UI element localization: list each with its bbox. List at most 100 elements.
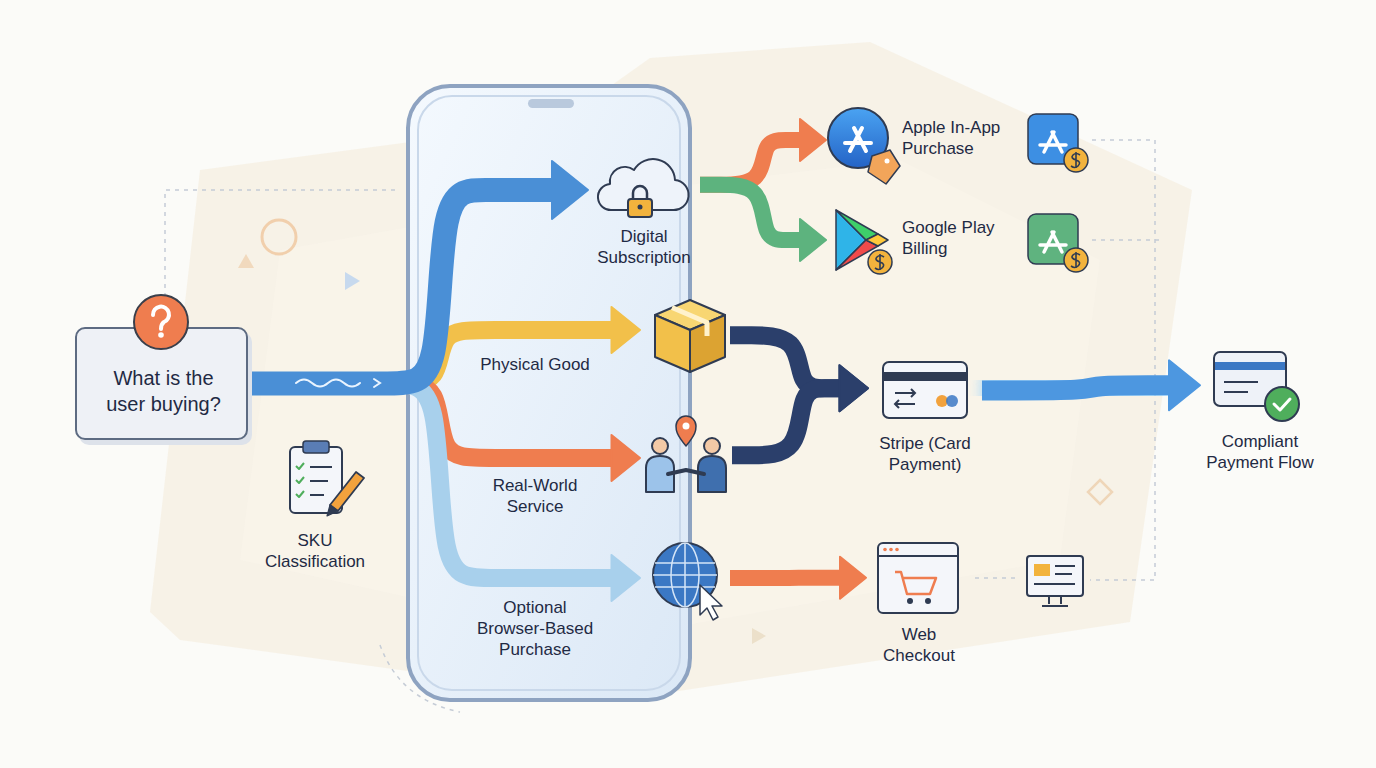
monitor-icon	[1042, 596, 1068, 606]
browser-cart-icon	[883, 548, 887, 552]
text-block: Digital Subscription	[574, 226, 714, 268]
icon-node: Apple In-App Purchase	[826, 105, 1094, 175]
play-store-icon	[836, 210, 878, 240]
card-icon	[946, 395, 958, 407]
arrow-head	[1169, 360, 1200, 410]
box-icon	[655, 300, 725, 372]
dashed-guide	[975, 577, 1020, 579]
flow-arrow	[248, 384, 640, 482]
browser-cart-icon	[895, 548, 899, 552]
cloud-lock-icon	[638, 205, 643, 210]
play-coin-icon	[1028, 214, 1088, 272]
text-block: Physical Good	[450, 354, 620, 375]
play-store-icon	[836, 210, 892, 274]
app-store-coin-icon	[1064, 148, 1088, 172]
app-store-coin-icon	[1071, 152, 1080, 168]
play-coin-icon	[1040, 232, 1066, 252]
icon-node: Digital Subscription	[588, 150, 700, 270]
flow-arrow	[248, 161, 588, 384]
decorative-shape	[262, 220, 296, 254]
icon-node: Optional Browser-Based Purchase	[640, 540, 730, 620]
text-block: Stripe (Card Payment)	[855, 433, 995, 475]
dashed-guide	[1092, 239, 1162, 241]
icon-node: Stripe (Card Payment)	[868, 358, 982, 470]
flow-arrow	[730, 557, 866, 599]
play-store-icon	[866, 234, 888, 246]
handshake-icon	[676, 416, 696, 446]
play-coin-icon	[1064, 248, 1088, 272]
arrow-shaft	[982, 385, 1171, 390]
handshake-icon	[652, 438, 668, 454]
text-block: Compliant Payment Flow	[1190, 431, 1330, 473]
handshake-icon	[646, 416, 726, 492]
clipboard-icon	[327, 505, 338, 516]
icon-node: SKU Classification	[255, 432, 375, 572]
play-store-icon	[875, 254, 884, 270]
monitor-icon	[1027, 556, 1083, 606]
clipboard-icon	[330, 472, 364, 511]
flow-arrow	[730, 335, 868, 411]
phone-outline	[408, 86, 690, 700]
arrow-shaft	[248, 384, 614, 459]
flow-arrow	[700, 185, 826, 261]
handshake-icon	[704, 438, 720, 454]
flow-arrow	[248, 384, 640, 602]
arrow-head	[840, 365, 869, 411]
icon-node: Physical Good	[640, 292, 730, 372]
approved-card-icon	[1214, 352, 1299, 421]
browser-cart-icon	[878, 555, 958, 557]
clipboard-icon	[303, 441, 329, 453]
cloud-lock-icon	[633, 186, 647, 200]
arrow-head	[840, 365, 869, 411]
arrow-head	[800, 219, 826, 261]
flow-squiggle	[296, 380, 360, 387]
node-label: Digital Subscription	[574, 226, 714, 268]
card-icon	[884, 372, 966, 381]
node-label: Physical Good	[450, 354, 620, 375]
flow-squiggle	[374, 379, 380, 387]
approved-card-icon	[1265, 387, 1299, 421]
box-icon	[655, 315, 690, 372]
play-store-icon	[868, 250, 892, 274]
globe-icon	[700, 585, 722, 620]
phone-outline	[418, 96, 680, 690]
arrow-head	[840, 557, 866, 599]
cloud-lock-icon	[598, 159, 689, 217]
browser-cart-icon	[878, 543, 958, 613]
flow-arrow	[732, 365, 868, 455]
arrow-shaft	[730, 335, 842, 388]
clipboard-icon	[290, 441, 364, 516]
node-label: Google Play Billing	[902, 217, 1012, 259]
decorative-shape	[1088, 480, 1112, 504]
app-store-icon	[828, 108, 900, 184]
browser-cart-icon	[895, 572, 936, 594]
text-block: Optional Browser-Based Purchase	[470, 597, 600, 660]
card-icon	[883, 362, 967, 418]
app-store-coin-icon	[1064, 148, 1088, 172]
arrow-shaft	[248, 384, 614, 579]
arrow-shaft	[730, 570, 842, 586]
node-label: Web Checkout	[874, 624, 964, 666]
app-store-coin-icon	[1028, 114, 1088, 172]
app-store-icon	[885, 159, 890, 164]
card-icon	[895, 389, 915, 408]
text-block: Real-World Service	[480, 475, 590, 517]
node-label: Compliant Payment Flow	[1190, 431, 1330, 473]
approved-card-icon	[1224, 382, 1258, 392]
question-icon	[153, 307, 169, 329]
play-coin-icon	[1071, 252, 1080, 268]
arrow-head	[612, 435, 641, 481]
text-block: What is the user buying?	[96, 365, 231, 417]
dashed-guide	[1090, 140, 1155, 580]
node-label: SKU Classification	[255, 530, 375, 572]
decorative-shape	[752, 628, 766, 644]
arrow-shaft	[700, 140, 802, 185]
icon-node: Google Play Billing	[826, 205, 1094, 275]
question-icon	[134, 295, 188, 349]
clipboard-icon	[310, 467, 332, 495]
arrow-head	[612, 555, 641, 601]
handshake-icon	[683, 423, 690, 430]
monitor-icon	[1034, 564, 1050, 576]
